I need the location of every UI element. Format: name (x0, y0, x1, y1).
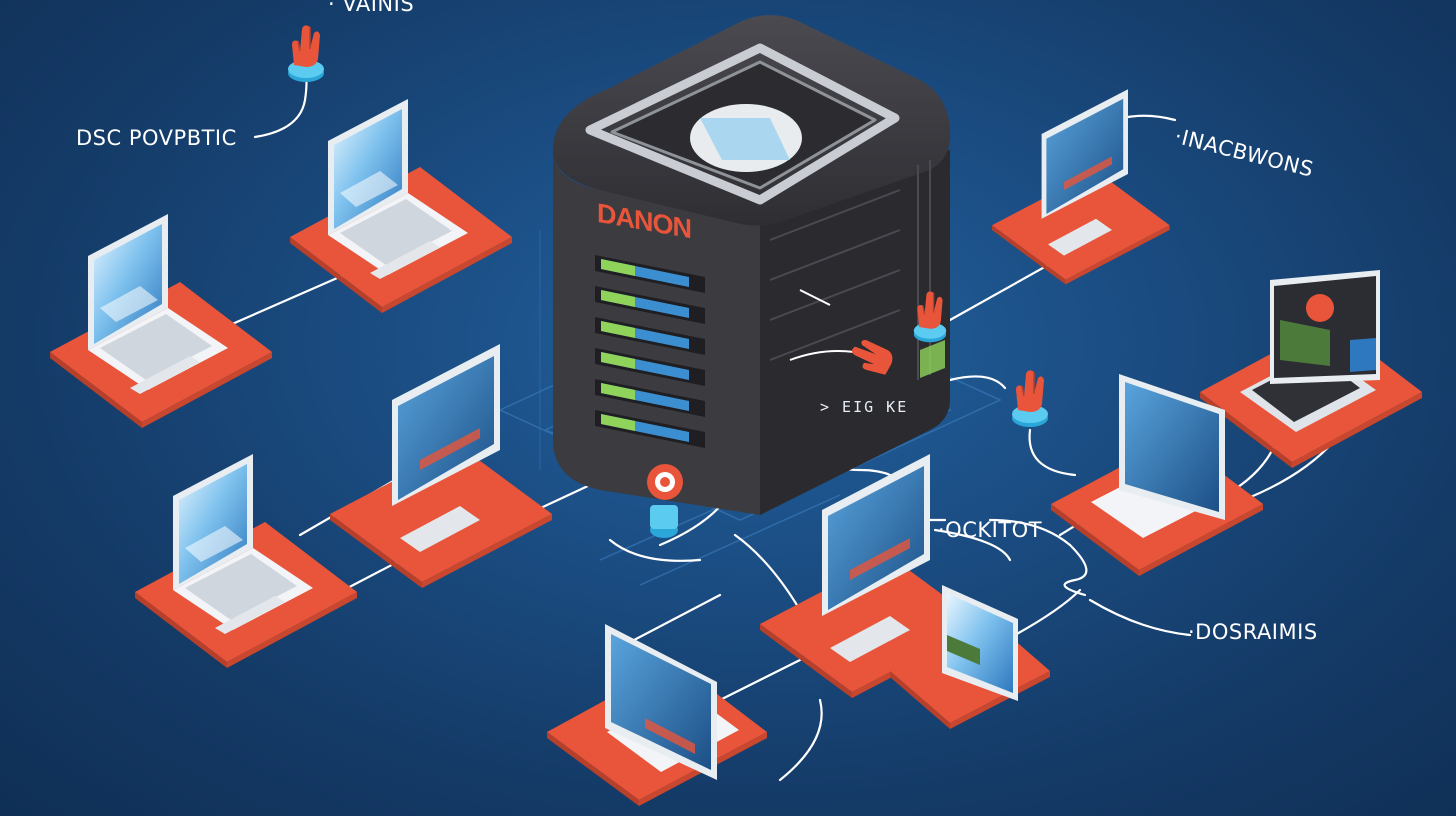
label-bottom-right: ·DOSRAIMIS (1188, 620, 1318, 644)
laptop-icon-bottom-left (135, 454, 357, 668)
security-badge-icon (647, 464, 683, 538)
label-left: DSC POVPBTIC (76, 126, 237, 150)
rack-units (595, 255, 705, 448)
laptop-icon-center-right (1051, 374, 1263, 576)
server-caption: > EIG KE (820, 398, 909, 416)
laptop-icon-right (1200, 270, 1422, 468)
server-icon (553, 15, 951, 515)
monitor-icon-top-right (992, 89, 1170, 285)
laptop-icon-top-left (290, 99, 512, 313)
hand-pointer-icon-center (851, 340, 893, 375)
hand-pointer-icon-top (287, 24, 325, 83)
monitor-icon-bottom-right (890, 585, 1050, 729)
laptop-icon-bottom (547, 624, 767, 806)
label-top: · VAINIS (328, 0, 415, 16)
label-middle: ·OCKITOT (938, 518, 1043, 542)
hand-pointer-icon-right (1011, 369, 1049, 428)
monitor-icon-center-left (330, 344, 552, 588)
